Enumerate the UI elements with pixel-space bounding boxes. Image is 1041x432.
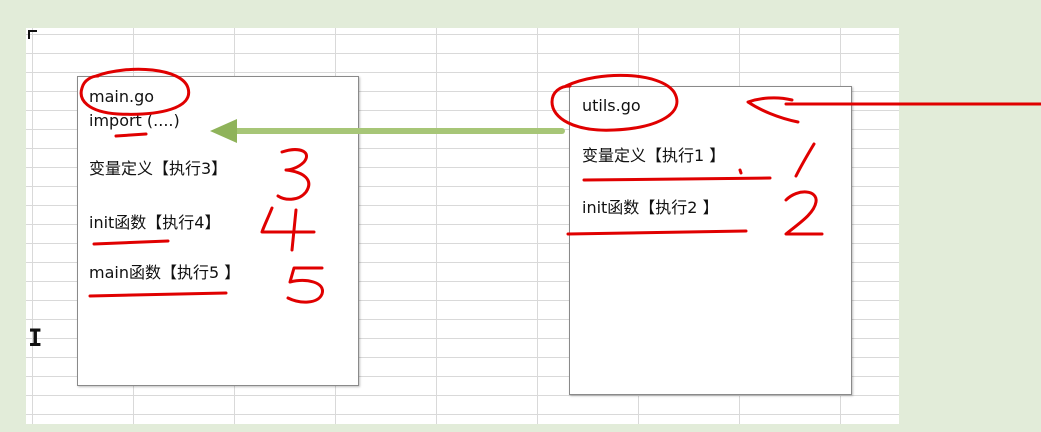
utils-go-var-def: 变量定义【执行1 】 bbox=[582, 146, 726, 165]
utils-go-box bbox=[569, 86, 852, 395]
main-go-filename: main.go bbox=[89, 87, 155, 106]
main-go-init-func: init函数【执行4】 bbox=[89, 213, 221, 232]
selection-corner-mark bbox=[28, 30, 37, 39]
main-go-main-func: main函数【执行5 】 bbox=[89, 263, 241, 282]
text-cursor-mark: I bbox=[28, 325, 42, 351]
main-go-var-def: 变量定义【执行3】 bbox=[89, 159, 228, 178]
utils-go-filename: utils.go bbox=[582, 96, 641, 115]
main-go-import-line: import (....) bbox=[89, 111, 180, 130]
utils-go-init-func: init函数【执行2 】 bbox=[582, 198, 719, 217]
